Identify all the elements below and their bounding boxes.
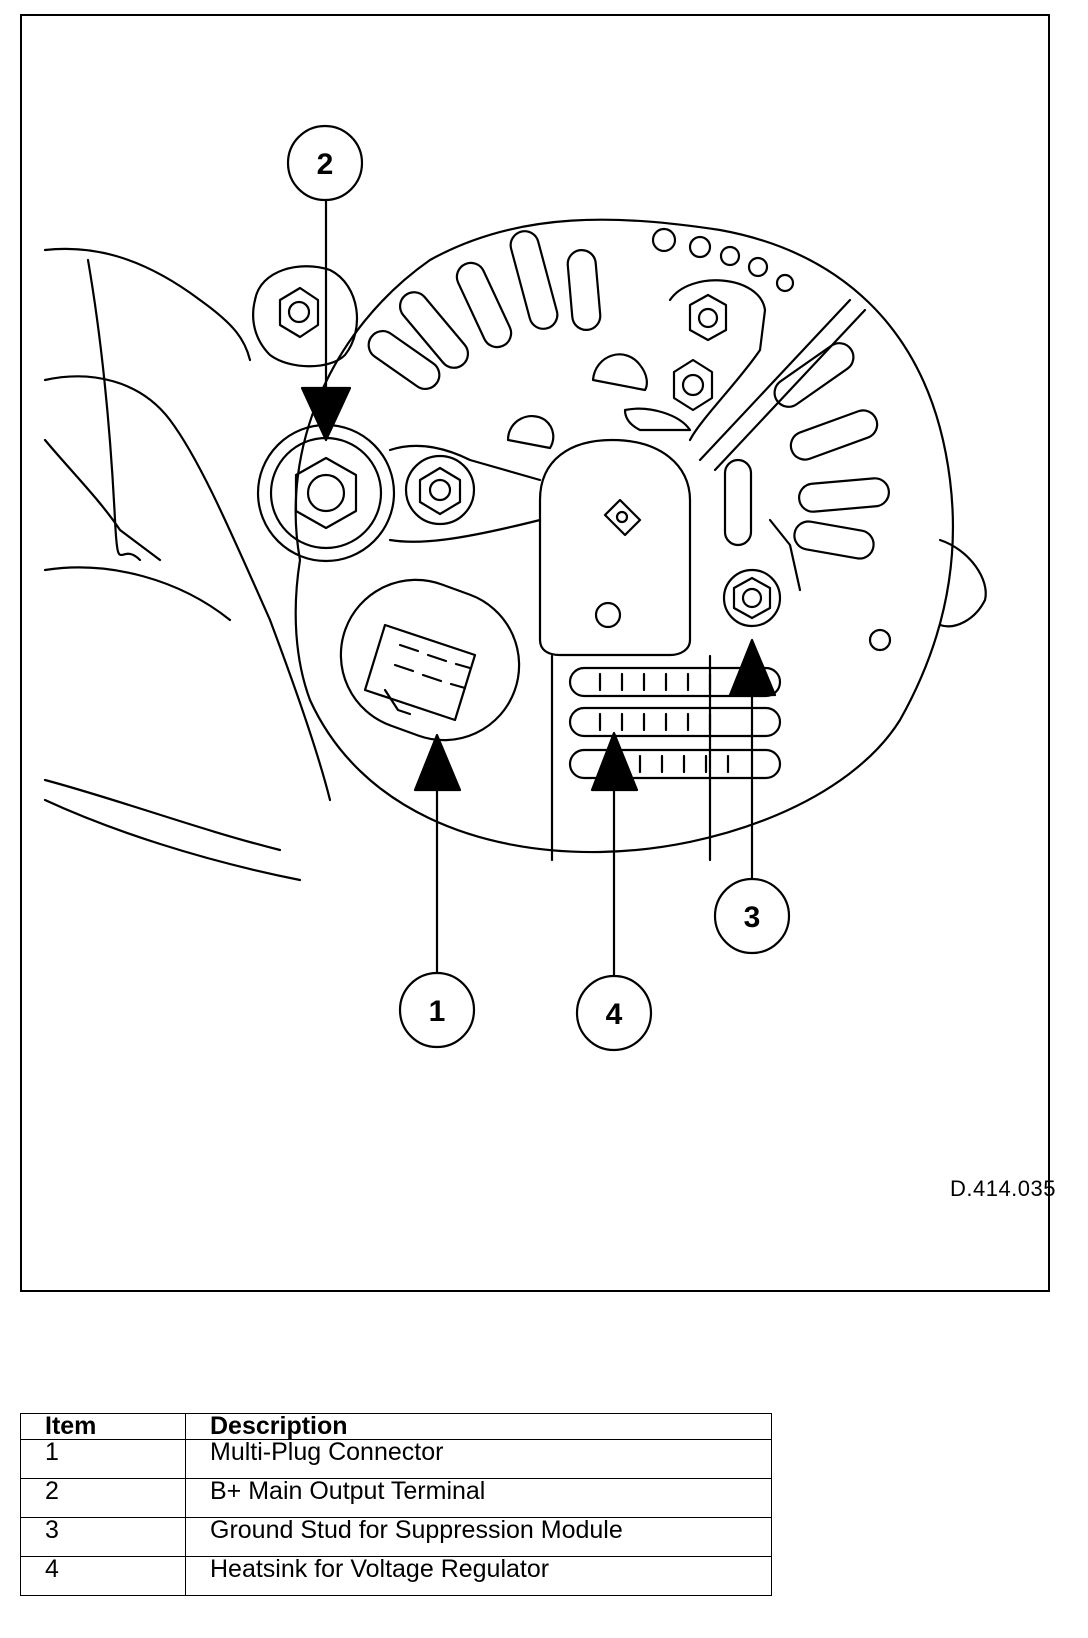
- callout-circle-1: [398, 971, 476, 1049]
- legend-item-number: 3: [20, 1517, 186, 1557]
- legend-item-number: 4: [20, 1556, 186, 1596]
- legend-item-description: Heatsink for Voltage Regulator: [185, 1556, 772, 1596]
- drawing-code: D.414.035: [949, 1176, 1056, 1201]
- table-row: 1 Multi-Plug Connector: [20, 1439, 772, 1479]
- table-row: 4 Heatsink for Voltage Regulator: [20, 1556, 772, 1596]
- legend-item-number: 1: [20, 1439, 186, 1479]
- callout-label-4: 4: [606, 998, 623, 1031]
- callout-label-3: 3: [744, 901, 761, 934]
- legend-item-description: B+ Main Output Terminal: [185, 1478, 772, 1518]
- ground-stud: [722, 568, 782, 628]
- legend-header-description: Description: [185, 1413, 772, 1440]
- callout-arrows: [300, 198, 777, 982]
- figure-frame: [20, 14, 1050, 1292]
- alternator-rear-housing: [252, 218, 987, 854]
- legend-item-number: 2: [20, 1478, 186, 1518]
- voltage-regulator-heatsink: [538, 438, 782, 862]
- callout-circle-3: [713, 877, 791, 955]
- callout-label-2: 2: [317, 148, 334, 181]
- table-row: 3 Ground Stud for Suppression Module: [20, 1517, 772, 1557]
- alternator-diagram: 2 1 4 3: [43, 124, 987, 1052]
- callout-circle-2: [286, 124, 364, 202]
- callout-label-1: 1: [429, 995, 446, 1028]
- legend-item-description: Multi-Plug Connector: [185, 1439, 772, 1479]
- legend-header-item: Item: [20, 1413, 186, 1440]
- table-row: 2 B+ Main Output Terminal: [20, 1478, 772, 1518]
- b-plus-terminal: [256, 423, 542, 563]
- callout-circle-4: [575, 974, 653, 1052]
- engine-housing-outline: [43, 247, 332, 882]
- legend-item-description: Ground Stud for Suppression Module: [185, 1517, 772, 1557]
- legend-table: Item Description 1 Multi-Plug Connector …: [20, 1413, 772, 1596]
- legend-header-row: Item Description: [20, 1413, 772, 1440]
- multi-plug-connector: [339, 578, 521, 742]
